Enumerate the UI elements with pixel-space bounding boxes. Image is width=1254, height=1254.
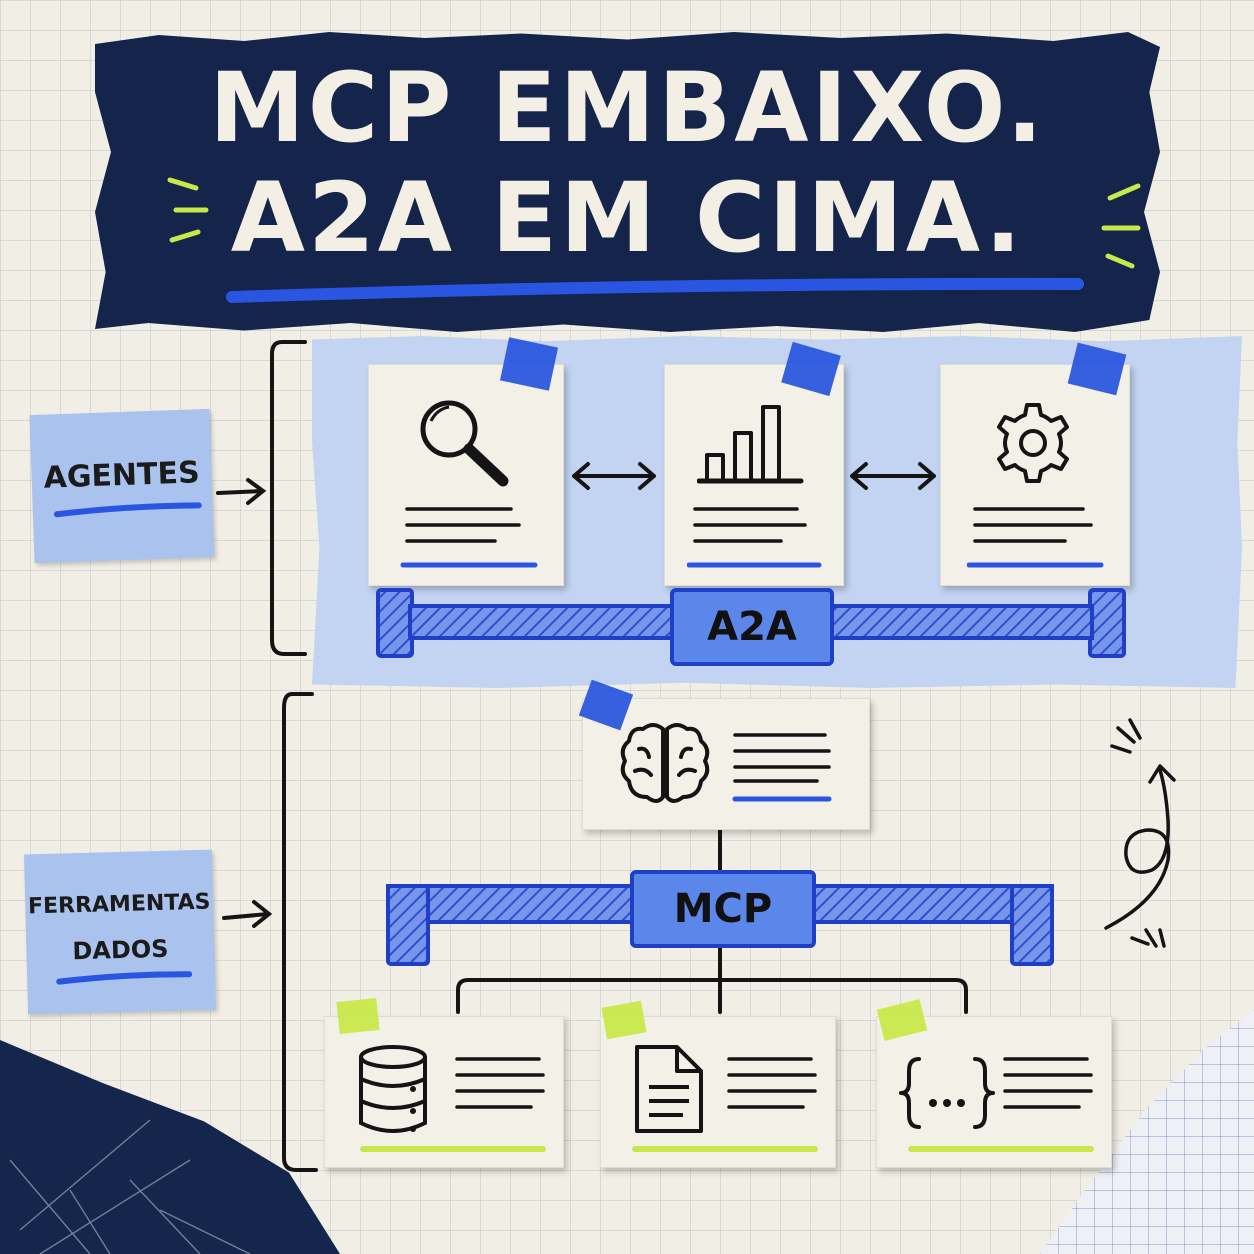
card-text-lines [687, 507, 822, 568]
agent-links [572, 462, 936, 490]
spark-lines-left [167, 177, 209, 243]
mcp-bus [386, 884, 1054, 966]
title-line-2: A2A EM CIMA. [230, 162, 1025, 274]
title-decorations [167, 177, 1141, 303]
model-card [582, 698, 870, 830]
brain-icon [620, 723, 710, 803]
agent-card-settings [940, 364, 1130, 586]
bar-chart-icon [697, 405, 804, 484]
tool-card-api [876, 1016, 1112, 1168]
tools-label-underline [56, 971, 193, 985]
agent-card-analytics [664, 364, 844, 586]
card-text-lines [727, 1057, 817, 1109]
tool-card-document [600, 1016, 836, 1168]
database-icon [359, 1045, 427, 1133]
chalk-scribbles [9, 1119, 251, 1254]
mcp-badge: MCP [630, 870, 816, 948]
mcp-tree [456, 942, 968, 1014]
title-underline [226, 277, 1084, 303]
card-text-lines [400, 507, 538, 568]
a2a-badge: A2A [670, 588, 834, 666]
tool-card-database [324, 1016, 564, 1168]
left-brackets [216, 340, 318, 1172]
agent-card-search [368, 364, 564, 586]
card-accent-line [908, 1146, 1094, 1152]
spark-lines-right [1101, 183, 1141, 269]
arrow-agents [216, 478, 267, 505]
gear-icon [997, 403, 1069, 483]
arrow-tools [222, 900, 273, 928]
swirl-arrow-decoration [1104, 718, 1176, 948]
double-arrow-2 [850, 462, 936, 490]
agents-sticky-note: AGENTES [29, 408, 215, 564]
card-text-lines [455, 1057, 545, 1109]
code-braces-icon [899, 1057, 995, 1129]
card-text-lines [1003, 1057, 1093, 1109]
agents-label-underline [53, 502, 202, 518]
card-text-lines [967, 507, 1104, 568]
title-line-1: MCP EMBAIXO. [209, 52, 1046, 164]
tape-tool-1 [336, 997, 380, 1035]
search-icon [420, 400, 509, 487]
tape-tool-2 [601, 1000, 647, 1040]
card-accent-line [360, 1146, 546, 1152]
card-text-lines [732, 733, 832, 802]
tools-sticky-note: FERRAMENTAS DADOS [23, 849, 217, 1015]
double-arrow-1 [572, 462, 656, 490]
card-accent-line [632, 1146, 818, 1152]
document-icon [635, 1045, 703, 1133]
